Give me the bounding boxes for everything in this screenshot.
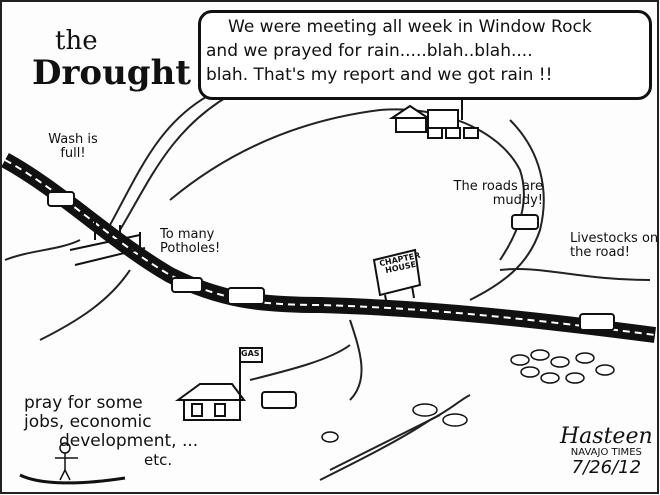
speech-line: We were meeting all week in Window Rock <box>228 17 592 37</box>
car <box>427 127 443 139</box>
wash-label: Wash is full! <box>48 132 98 161</box>
muddy-roads-label: The roads are muddy! <box>453 179 543 208</box>
highway <box>1 152 657 343</box>
signature: Hasteen NAVAJO TIMES 7/26/12 <box>560 425 653 477</box>
pray-caption: pray for some jobs, economic development… <box>24 394 198 470</box>
title-line-1: the <box>55 26 98 56</box>
speech-bubble-text: We were meeting all week in Window Rock … <box>206 15 646 87</box>
chapter-house-building <box>388 96 463 133</box>
gas-sign-text: GAS <box>241 349 260 358</box>
car <box>171 277 203 293</box>
praying-man <box>19 442 126 485</box>
speech-bubble <box>198 10 652 100</box>
publication-name: NAVAJO TIMES <box>570 447 642 459</box>
potholes-label: To many Potholes! <box>160 227 221 256</box>
gas-station <box>174 347 297 421</box>
car <box>47 191 75 207</box>
pray-line: pray for some <box>24 393 143 413</box>
truck <box>511 214 539 230</box>
title-line-2: Drought <box>32 53 191 93</box>
car <box>445 127 461 139</box>
pray-line: development, ... <box>59 431 199 451</box>
speech-line: blah. That's my report and we got rain !… <box>206 65 553 85</box>
speech-line: and we prayed for rain.....blah..blah...… <box>206 41 533 61</box>
livestock-label: Livestocks on the road! <box>570 231 659 260</box>
car <box>463 127 479 139</box>
bridge <box>69 220 146 266</box>
publication-date: 7/26/12 <box>571 456 642 478</box>
pray-line: jobs, economic <box>24 412 152 432</box>
truck <box>227 287 265 305</box>
vehicles <box>47 127 615 331</box>
truck <box>579 313 615 331</box>
pray-line: etc. <box>144 451 173 469</box>
livestock-herd <box>321 349 615 443</box>
artist-signature: Hasteen <box>560 424 653 449</box>
chapter-house-sign <box>372 248 422 306</box>
